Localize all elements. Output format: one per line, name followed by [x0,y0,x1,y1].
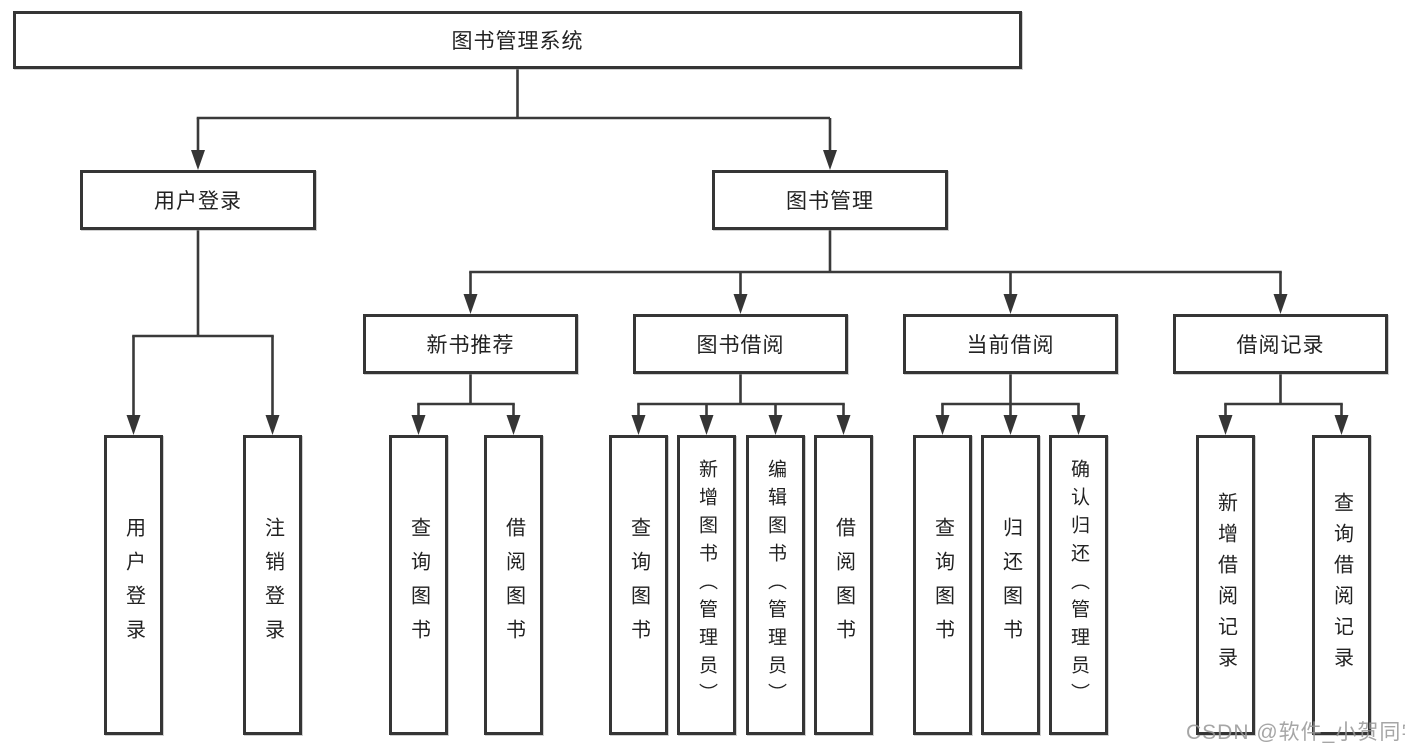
node-user-login: 用户登录 [80,170,316,230]
leaf-br-query-record-label: 查询借阅记录 [1330,492,1353,678]
leaf-cb-return-books-label: 归还图书 [999,517,1022,653]
leaf-br-query-record: 查询借阅记录 [1312,435,1371,735]
leaf-cb-query-books: 查询图书 [913,435,972,735]
leaf-user-login-label: 用户登录 [122,517,145,653]
node-borrow-records-label: 借阅记录 [1236,334,1325,357]
node-book-borrowing-label: 图书借阅 [696,334,785,357]
node-book-management: 图书管理 [712,170,948,230]
node-borrow-records: 借阅记录 [1173,314,1388,374]
leaf-bw-add-books-admin: 新增图书（管理员） [677,435,736,735]
leaf-bw-borrow-books-label: 借阅图书 [832,517,855,653]
leaf-bw-edit-books-admin-label: 编辑图书（管理员） [765,459,786,711]
leaf-nb-borrow-books: 借阅图书 [484,435,543,735]
node-book-management-label: 图书管理 [786,190,874,213]
leaf-br-add-record: 新增借阅记录 [1196,435,1255,735]
node-root-label: 图书管理系统 [451,30,584,53]
leaf-cb-return-books: 归还图书 [981,435,1040,735]
node-book-borrowing: 图书借阅 [633,314,848,374]
leaf-bw-borrow-books: 借阅图书 [814,435,873,735]
leaf-nb-query-books: 查询图书 [389,435,448,735]
leaf-cb-confirm-return-admin: 确认归还（管理员） [1049,435,1108,735]
node-root: 图书管理系统 [13,11,1022,69]
leaf-bw-add-books-admin-label: 新增图书（管理员） [696,459,717,711]
node-current-borrowing-label: 当前借阅 [966,334,1055,357]
node-user-login-label: 用户登录 [154,190,242,213]
leaf-logout-label: 注销登录 [261,517,284,653]
leaf-br-add-record-label: 新增借阅记录 [1214,492,1237,678]
leaf-bw-query-books-label: 查询图书 [627,517,650,653]
leaf-nb-borrow-books-label: 借阅图书 [502,517,525,653]
csdn-watermark: CSDN @软件_小贺同学 [1186,721,1405,744]
leaf-nb-query-books-label: 查询图书 [407,517,430,653]
leaf-cb-confirm-return-admin-label: 确认归还（管理员） [1068,459,1089,711]
leaf-cb-query-books-label: 查询图书 [931,517,954,653]
leaf-bw-query-books: 查询图书 [609,435,668,735]
leaf-bw-edit-books-admin: 编辑图书（管理员） [746,435,805,735]
leaf-logout: 注销登录 [243,435,302,735]
node-new-book-recommend-label: 新书推荐 [426,334,515,357]
leaf-user-login: 用户登录 [104,435,163,735]
node-new-book-recommend: 新书推荐 [363,314,578,374]
node-current-borrowing: 当前借阅 [903,314,1118,374]
